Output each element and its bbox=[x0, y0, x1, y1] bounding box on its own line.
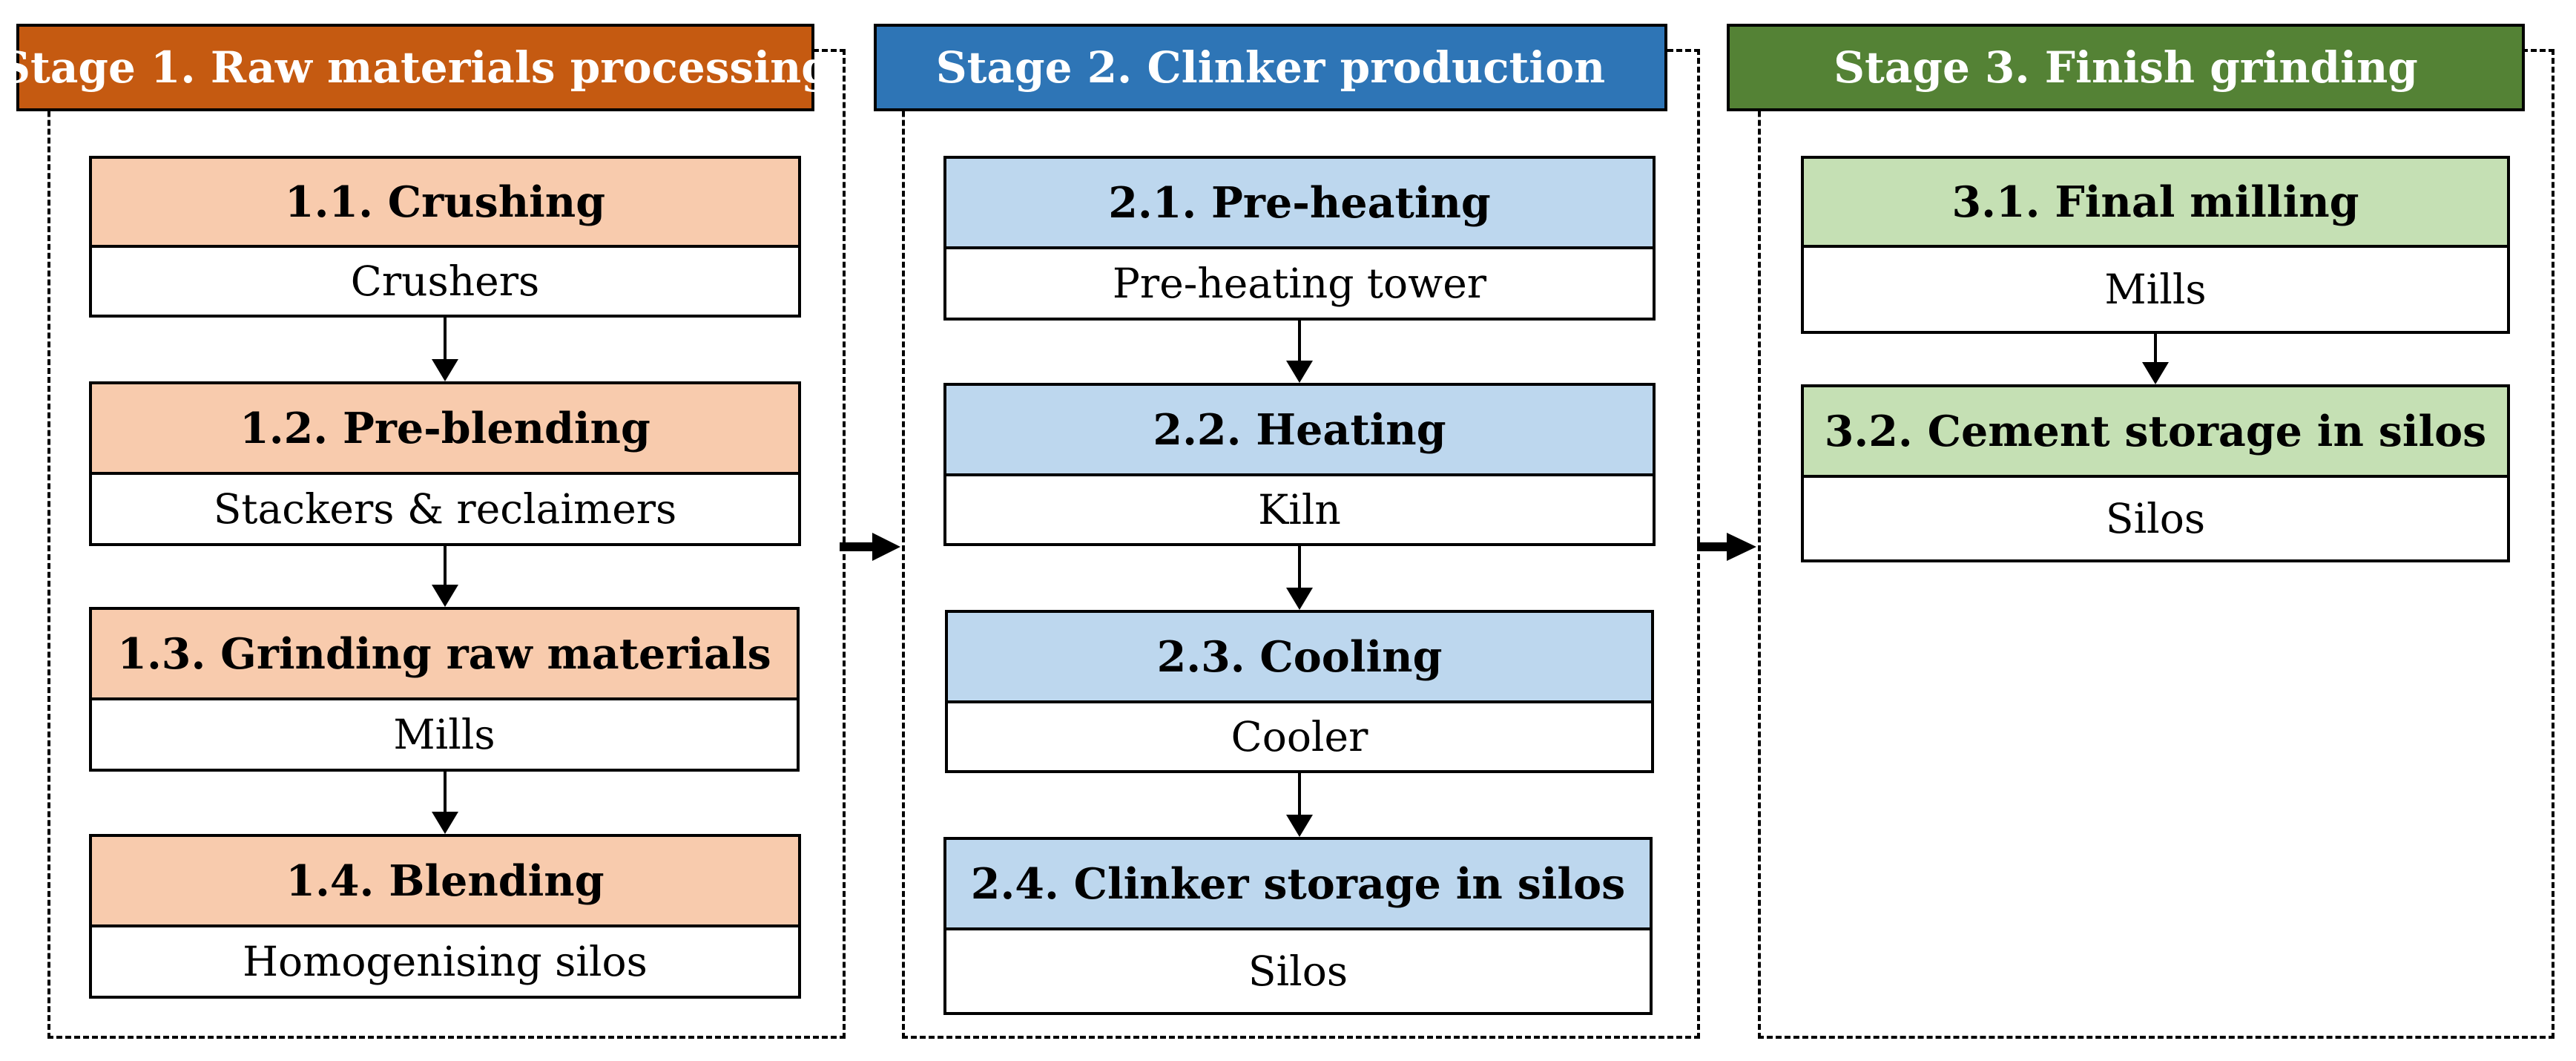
step-2-4: 2.4. Clinker storage in silos Silos bbox=[943, 837, 1653, 1015]
step-title: 1.3. Grinding raw materials bbox=[92, 610, 797, 700]
step-equipment: Silos bbox=[2105, 495, 2206, 542]
step-equipment: Pre-heating tower bbox=[1112, 260, 1487, 307]
stage-2-header: Stage 2. Clinker production bbox=[874, 24, 1667, 111]
arrow-2-1-to-2-2 bbox=[1286, 321, 1313, 383]
step-equipment: Silos bbox=[1248, 947, 1348, 995]
step-2-3: 2.3. Cooling Cooler bbox=[945, 610, 1654, 773]
step-equipment: Crushers bbox=[350, 257, 540, 305]
step-title: 1.1. Crushing bbox=[92, 159, 798, 248]
step-title: 3.2. Cement storage in silos bbox=[1804, 387, 2507, 478]
step-1-2: 1.2. Pre-blending Stackers & reclaimers bbox=[89, 381, 801, 546]
step-equipment: Homogenising silos bbox=[243, 938, 648, 985]
step-title: 2.4. Clinker storage in silos bbox=[946, 840, 1650, 930]
step-title: 2.1. Pre-heating bbox=[946, 159, 1653, 249]
arrow-stage-2-to-stage-3 bbox=[1697, 533, 1756, 561]
step-1-3: 1.3. Grinding raw materials Mills bbox=[89, 607, 800, 772]
step-1-1: 1.1. Crushing Crushers bbox=[89, 156, 801, 318]
stage-3-header: Stage 3. Finish grinding bbox=[1727, 24, 2525, 111]
step-title: 2.2. Heating bbox=[946, 386, 1653, 476]
arrow-stage-1-to-stage-2 bbox=[840, 533, 900, 561]
step-1-4: 1.4. Blending Homogenising silos bbox=[89, 834, 801, 999]
stage-1-header: Stage 1. Raw materials processing bbox=[0, 24, 831, 111]
step-title: 2.3. Cooling bbox=[948, 613, 1651, 703]
step-equipment: Cooler bbox=[1231, 713, 1368, 761]
step-equipment: Mills bbox=[393, 711, 495, 758]
arrow-3-1-to-3-2 bbox=[2142, 334, 2169, 384]
arrow-1-2-to-1-3 bbox=[432, 546, 458, 607]
arrow-2-2-to-2-3 bbox=[1286, 546, 1313, 610]
arrow-1-1-to-1-2 bbox=[432, 318, 458, 381]
step-2-2: 2.2. Heating Kiln bbox=[943, 383, 1656, 546]
step-equipment: Mills bbox=[2104, 266, 2207, 313]
step-title: 1.4. Blending bbox=[92, 837, 798, 927]
arrow-2-3-to-2-4 bbox=[1286, 773, 1313, 837]
step-title: 1.2. Pre-blending bbox=[92, 384, 798, 475]
step-equipment: Stackers & reclaimers bbox=[213, 485, 677, 533]
step-3-2: 3.2. Cement storage in silos Silos bbox=[1801, 384, 2510, 562]
step-3-1: 3.1. Final milling Mills bbox=[1801, 156, 2510, 334]
step-equipment: Kiln bbox=[1258, 486, 1341, 533]
step-title: 3.1. Final milling bbox=[1804, 159, 2507, 248]
step-2-1: 2.1. Pre-heating Pre-heating tower bbox=[943, 156, 1656, 321]
arrow-1-3-to-1-4 bbox=[432, 772, 458, 834]
